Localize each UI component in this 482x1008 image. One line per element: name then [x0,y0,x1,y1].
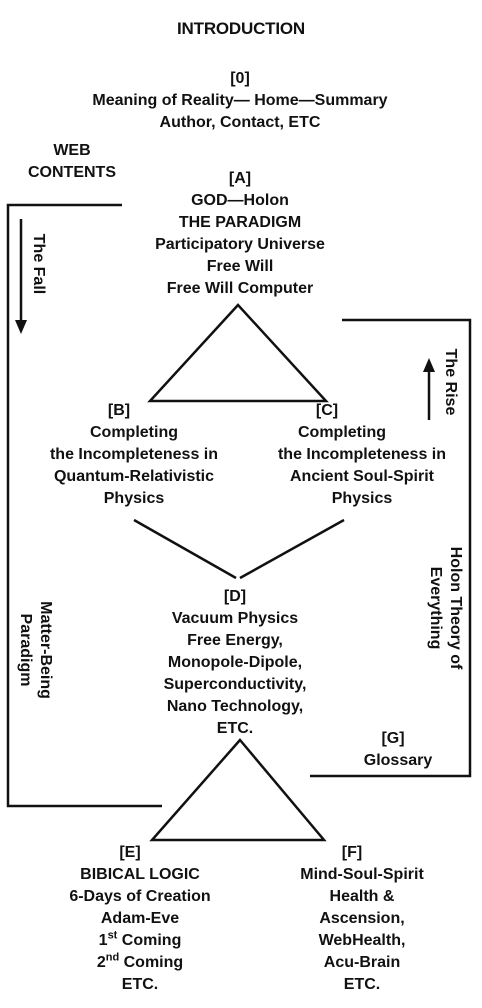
node-a-line-3: Participatory Universe [155,236,325,253]
node-d-line-3: Monopole-Dipole, [167,654,303,671]
node-g-code: [G] [381,730,405,747]
node-d[interactable]: [D] Vacuum Physics Free Energy, Monopole… [130,586,340,740]
diamond-right-line [239,518,345,580]
node-f-line-3: Ascension, [319,910,405,927]
node-e-code: [E] [119,844,141,861]
node-0-line-1: Meaning of Reality— Home—Summary [92,92,388,109]
node-b-line-1: Completing [90,424,178,441]
node-g[interactable]: [G] Glossary [338,728,458,772]
node-d-line-5: Nano Technology, [166,698,304,715]
node-f-line-5: Acu-Brain [323,954,401,971]
node-d-line-1: Vacuum Physics [171,610,299,627]
web-contents-line-2: CONTENTS [28,164,116,181]
node-a-line-5: Free Will Computer [166,280,314,297]
web-contents-line-1: WEB [53,142,91,159]
node-e-coming-1: 1st Coming [98,929,182,949]
node-a-code: [A] [228,170,252,187]
node-0[interactable]: [0] Meaning of Reality— Home—Summary Aut… [20,68,460,134]
rise-arrowhead [423,358,435,372]
bottom-triangle [149,738,327,842]
node-d-code: [D] [223,588,247,605]
node-0-code: [0] [230,70,250,87]
right-loop-line [310,318,472,778]
the-fall-label: The Fall [30,233,47,295]
node-a[interactable]: [A] GOD—Holon THE PARADIGM Participatory… [120,168,360,300]
node-b-line-2: the Incompleteness in [49,446,219,463]
matter-being-line-1: Matter-Being [37,601,54,699]
node-b[interactable]: [B] Completing the Incompleteness in Qua… [14,400,254,510]
node-0-line-2: Author, Contact, ETC [159,114,321,131]
node-e-line-3: Adam-Eve [100,910,180,927]
node-e-etc: ETC. [121,976,159,993]
node-e-coming-2: 2nd Coming [96,951,184,971]
node-f-code: [F] [341,844,363,861]
node-a-line-1: GOD—Holon [191,192,289,209]
node-b-code: [B] [107,402,131,419]
node-e-line-2: 6-Days of Creation [69,888,211,905]
node-f-line-4: WebHealth, [318,932,406,949]
node-f-line-2: Health & [329,888,395,905]
node-c[interactable]: [C] Completing the Incompleteness in Anc… [252,400,472,510]
diamond-left-line [133,518,237,580]
node-c-line-1: Completing [298,424,386,441]
node-f-line-6: ETC. [343,976,381,993]
node-e-line-1: BIBICAL LOGIC [80,866,200,883]
intro-title[interactable]: INTRODUCTION [177,19,305,38]
node-f-line-1: Mind-Soul-Spirit [300,866,424,883]
node-c-line-2: the Incompleteness in [277,446,447,463]
fall-arrowhead [15,320,27,334]
matter-being-line-2: Paradigm [17,613,34,687]
holon-theory-label: Holon Theory of Everything [425,533,465,683]
node-a-line-4: Free Will [206,258,274,275]
top-triangle [147,303,329,403]
node-d-line-4: Superconductivity, [163,676,307,693]
node-f[interactable]: [F] Mind-Soul-Spirit Health & Ascension,… [262,842,462,996]
node-b-line-4: Physics [103,490,165,507]
node-c-code: [C] [315,402,339,419]
node-e[interactable]: [E] BIBICAL LOGIC 6-Days of Creation Ada… [40,842,240,996]
holon-theory-line-1: Holon Theory of [447,546,464,670]
left-loop-line [6,203,162,808]
web-contents-label: WEB CONTENTS [2,140,142,184]
node-d-line-6: ETC. [216,720,254,737]
matter-being-label: Matter-Being Paradigm [15,580,55,720]
node-a-line-2: THE PARADIGM [178,214,302,231]
holon-theory-line-2: Everything [427,566,444,650]
node-b-line-3: Quantum-Relativistic [53,468,215,485]
node-g-label: Glossary [363,752,433,769]
node-c-line-4: Physics [331,490,393,507]
node-d-line-2: Free Energy, [187,632,283,649]
node-c-line-3: Ancient Soul-Spirit [290,468,434,485]
